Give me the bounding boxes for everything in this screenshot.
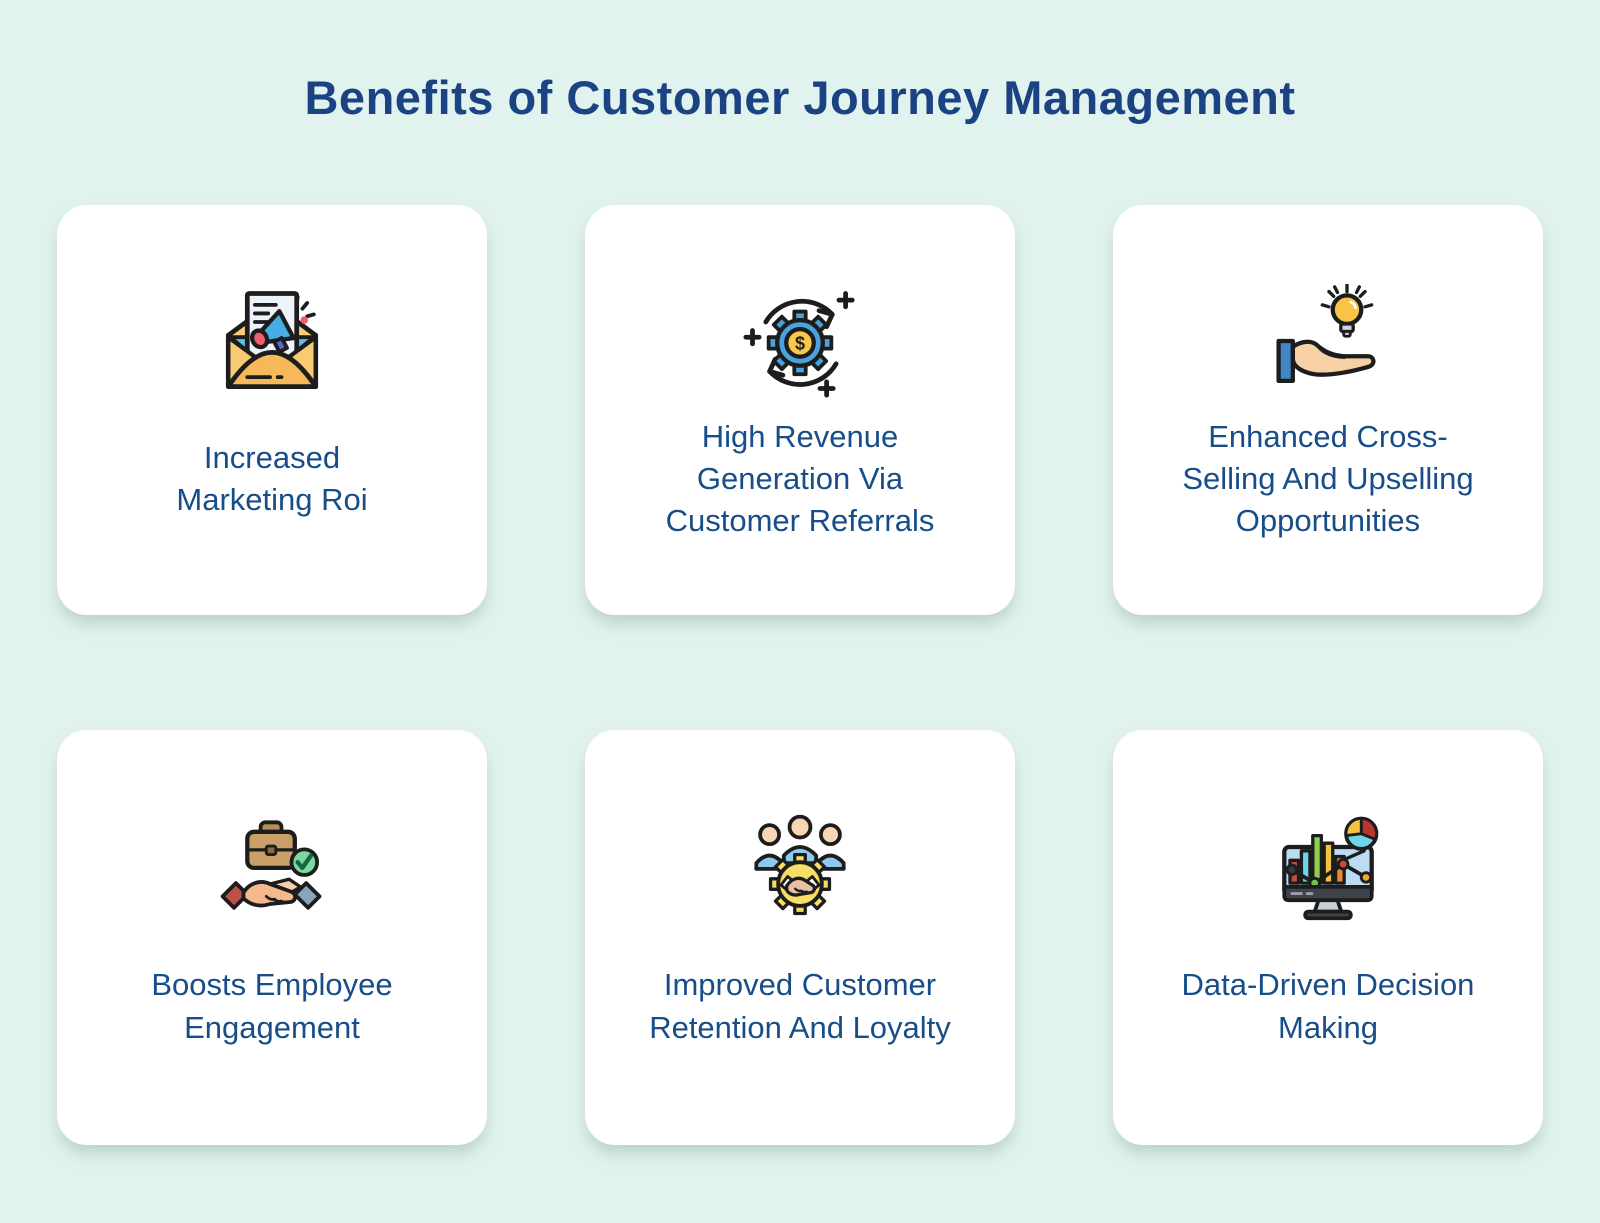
benefit-label: Data-Driven Decision Making xyxy=(1181,967,1475,1045)
hand-lightbulb-icon xyxy=(1276,284,1376,384)
icon-container xyxy=(207,281,337,401)
benefit-card-retention: Improved Customer Retention And Loyalty xyxy=(585,730,1015,1145)
icon-container xyxy=(1263,806,1393,926)
page-title: Benefits of Customer Journey Management xyxy=(304,71,1296,124)
label-container: High Revenue Generation Via Customer Ref… xyxy=(585,401,1015,615)
benefit-card-revenue: $ High Revenue Generation Via Customer R… xyxy=(585,205,1015,615)
label-container: Increased Marketing Roi xyxy=(57,401,487,615)
team-gear-handshake-icon xyxy=(754,814,846,916)
email-megaphone-icon xyxy=(225,291,319,389)
benefit-label: Enhanced Cross- Selling And Upselling Op… xyxy=(1182,418,1474,539)
svg-text:$: $ xyxy=(795,334,805,354)
benefit-label: Improved Customer Retention And Loyalty xyxy=(649,967,951,1045)
benefits-grid: Increased Marketing Roi xyxy=(0,205,1600,1145)
benefit-card-upselling: Enhanced Cross- Selling And Upselling Op… xyxy=(1113,205,1543,615)
label-container: Boosts Employee Engagement xyxy=(57,926,487,1145)
icon-container: $ xyxy=(735,281,865,401)
benefit-card-data-decisions: Data-Driven Decision Making xyxy=(1113,730,1543,1145)
briefcase-handshake-icon xyxy=(220,820,322,910)
icon-container xyxy=(735,806,865,926)
benefit-label: Increased Marketing Roi xyxy=(176,439,368,517)
revenue-gear-icon: $ xyxy=(743,291,855,398)
icon-container xyxy=(207,806,337,926)
label-container: Improved Customer Retention And Loyalty xyxy=(585,926,1015,1145)
benefit-label: Boosts Employee Engagement xyxy=(151,967,393,1045)
analytics-monitor-icon xyxy=(1282,816,1379,921)
benefit-card-engagement: Boosts Employee Engagement xyxy=(57,730,487,1145)
icon-container xyxy=(1263,281,1393,401)
benefit-label: High Revenue Generation Via Customer Ref… xyxy=(665,418,935,539)
label-container: Enhanced Cross- Selling And Upselling Op… xyxy=(1113,401,1543,615)
benefit-card-marketing-roi: Increased Marketing Roi xyxy=(57,205,487,615)
label-container: Data-Driven Decision Making xyxy=(1113,926,1543,1145)
